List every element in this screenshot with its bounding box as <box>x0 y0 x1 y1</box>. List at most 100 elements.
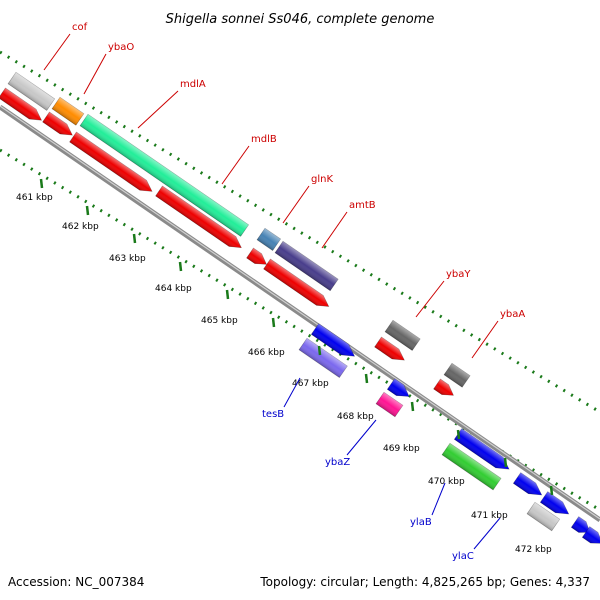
genome-backbone <box>0 104 600 523</box>
gene-label-cof: cof <box>72 22 88 33</box>
ticks-layer: 461 kbp 462 kbp 463 kbp 464 kbp 465 kbp 466 k… <box>16 178 554 555</box>
cds-arrow-ylaC <box>512 472 543 496</box>
label-leader-tesB <box>283 377 301 408</box>
gene-mdlA <box>79 113 250 237</box>
gene-ylaC <box>526 501 561 532</box>
tick-label-468: 468 kbp <box>337 412 374 422</box>
gene-ybaO-shade <box>52 97 84 126</box>
map-title: Shigella sonnei Ss046, complete genome <box>166 12 435 27</box>
tick-mark-468 <box>364 373 369 384</box>
tick-mark-470 <box>456 429 461 440</box>
cds-arrow-ybaO-shade <box>42 112 73 136</box>
gene-label-ybaO: ybaO <box>108 42 134 53</box>
gene-label-mdlB: mdlB <box>251 134 277 145</box>
tick-mark-471 <box>503 457 508 468</box>
label-leader-glnK <box>282 185 310 224</box>
cds-arrow-glnK <box>246 247 267 265</box>
tick-label-465: 465 kbp <box>201 316 238 326</box>
gene-glnK-shade <box>257 228 281 251</box>
gene-glnK <box>256 227 282 251</box>
tick-label-466: 466 kbp <box>248 348 285 358</box>
gene-label-ylaB: ylaB <box>410 517 432 528</box>
label-leader-cof <box>43 33 71 71</box>
label-leader-ybaZ <box>346 419 377 456</box>
labels-layer: cofybaOmdlAmdlBglnKamtBybaYybaAtesBybaZy… <box>43 22 525 562</box>
gene-label-mdlA: mdlA <box>180 79 206 90</box>
cds-arrow-ylaB-shade <box>454 428 510 470</box>
tick-label-462: 462 kbp <box>62 222 99 232</box>
topology-text: Topology: circular; Length: 4,825,265 bp… <box>259 575 590 589</box>
cds-arrow-downstream-1-shade <box>540 491 569 515</box>
gene-label-ybaY: ybaY <box>446 269 471 280</box>
cds-arrow-glnK-shade <box>246 248 267 265</box>
cds-arrow-downstream-1 <box>539 491 570 515</box>
cds-arrow-tesB-shade <box>311 323 355 357</box>
label-leader-ylaC <box>473 517 501 550</box>
gene-label-ylaC: ylaC <box>452 551 474 562</box>
cds-arrow-ybaZ <box>386 378 410 397</box>
gene-cof <box>7 71 56 111</box>
tick-line-outer <box>0 50 600 414</box>
cds-arrow-ylaB <box>453 428 510 470</box>
gene-label-amtB: amtB <box>349 200 376 211</box>
gene-ylaC-shade <box>527 502 560 531</box>
gene-mdlA-shade <box>80 114 249 237</box>
cds-arrow-ybaY-shade <box>374 337 405 361</box>
gene-ybaY <box>384 319 421 351</box>
cds-arrow-amtB <box>263 258 330 307</box>
gene-label-glnK: glnK <box>311 174 333 185</box>
label-leader-ybaA <box>471 320 499 359</box>
cds-arrow-mdlB-shade <box>155 186 242 248</box>
tick-label-467: 467 kbp <box>292 379 329 389</box>
gene-tesB-shade <box>299 338 348 378</box>
accession-text: Accession: NC_007384 <box>8 575 144 589</box>
tick-label-469: 469 kbp <box>383 444 420 454</box>
gene-ybaZ-shade <box>376 392 403 417</box>
cds-arrow-amtB-shade <box>263 259 329 307</box>
gene-amtB-shade <box>275 241 339 291</box>
genome-backbone-highlight <box>0 105 600 520</box>
gene-ybaY-shade <box>385 320 421 351</box>
cds-arrow-downstream-3 <box>581 526 600 544</box>
label-leader-mdlB <box>221 145 250 185</box>
tick-mark-465 <box>225 289 230 300</box>
cds-arrow-cof <box>0 87 43 121</box>
cds-arrow-downstream-2 <box>570 516 591 533</box>
gene-ylaB <box>441 442 502 491</box>
cds-arrow-tesB <box>310 323 356 357</box>
tick-mark-472 <box>549 485 554 496</box>
cds-arrow-ybaA <box>433 378 454 396</box>
cds-arrow-downstream-3-shade <box>582 526 600 544</box>
tick-label-464: 464 kbp <box>155 284 192 294</box>
tick-label-463: 463 kbp <box>109 254 146 264</box>
cds-arrow-ybaY <box>374 336 405 361</box>
tick-mark-466 <box>271 317 276 328</box>
gene-label-tesB: tesB <box>262 409 284 420</box>
cds-arrow-mdlA-shade <box>69 132 153 192</box>
tick-label-470: 470 kbp <box>428 477 465 487</box>
tick-mark-461 <box>39 178 44 189</box>
gene-ylaB-shade <box>442 443 502 490</box>
tick-mark-467 <box>317 345 322 356</box>
gene-ybaO <box>51 96 85 126</box>
tick-mark-464 <box>178 261 183 272</box>
gene-ybaA <box>443 362 471 388</box>
tick-mark-463 <box>132 233 137 244</box>
cds-arrow-ybaO <box>42 111 73 136</box>
gene-label-ybaA: ybaA <box>500 309 525 320</box>
cds-arrow-ybaZ-shade <box>387 378 410 397</box>
cds-arrow-mdlA <box>69 131 153 192</box>
label-leader-ylaB <box>431 482 446 516</box>
gene-ybaZ <box>375 391 404 418</box>
cds-arrow-ylaC-shade <box>513 472 542 496</box>
tick-label-472: 472 kbp <box>515 545 552 555</box>
tick-mark-469 <box>410 401 415 412</box>
gene-tesB <box>298 337 348 378</box>
label-leader-amtB <box>321 211 348 249</box>
tick-label-461: 461 kbp <box>16 193 53 203</box>
cds-arrow-downstream-2-shade <box>571 516 590 533</box>
gene-cof-shade <box>8 72 55 111</box>
features-layer <box>0 71 600 544</box>
cds-arrow-mdlB <box>155 185 242 249</box>
